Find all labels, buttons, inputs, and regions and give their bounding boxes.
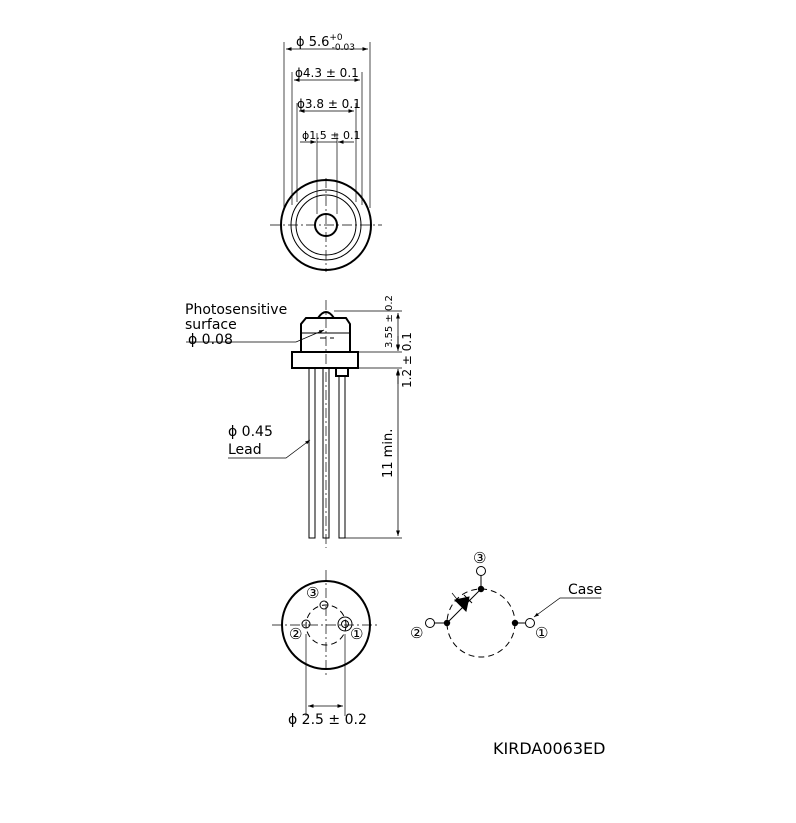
flange-tab bbox=[335, 367, 349, 377]
dim-15-label: ϕ1.5 ± 0.1 bbox=[302, 129, 360, 142]
bottom-pin-3-label: ③ bbox=[306, 584, 319, 602]
dim-12-label: 1.2 ± 0.1 bbox=[400, 332, 414, 388]
drawing-id: KIRDA0063ED bbox=[493, 739, 605, 758]
bottom-pin-2-label: ② bbox=[289, 625, 302, 643]
lead-label-1: ϕ 0.45 bbox=[228, 424, 273, 440]
dim-43-label: ϕ4.3 ± 0.1 bbox=[295, 66, 359, 80]
dim-11-label: 11 min. bbox=[381, 429, 396, 478]
cap-body bbox=[300, 317, 351, 353]
bottom-pin-1-ring bbox=[337, 616, 353, 632]
schem-pin-2-label: ② bbox=[410, 624, 423, 642]
flange bbox=[291, 351, 359, 369]
schem-pin-3-label: ③ bbox=[473, 549, 486, 567]
lead-right bbox=[338, 375, 346, 539]
schem-node-1 bbox=[511, 619, 519, 627]
bottom-pin-1-label: ① bbox=[350, 625, 363, 643]
bottom-pin-1 bbox=[341, 620, 349, 628]
dim-outer-label: ϕ 5.6+0-0.03 bbox=[296, 33, 355, 53]
schem-pin-1 bbox=[525, 618, 535, 628]
dim-25-label: ϕ 2.5 ± 0.2 bbox=[288, 712, 367, 728]
schem-pin-2 bbox=[425, 618, 435, 628]
top-view: ϕ 5.6+0-0.03 ϕ4.3 ± 0.1 ϕ3.8 ± 0.1 ϕ1.5 … bbox=[270, 33, 382, 272]
lead-left bbox=[308, 367, 316, 539]
bottom-pin-2 bbox=[301, 619, 311, 629]
photo-label-3: ϕ 0.08 bbox=[188, 332, 233, 348]
schem-pin-1-label: ① bbox=[535, 624, 548, 642]
light-arrow bbox=[451, 592, 461, 604]
dim-355-label: 3.55 ± 0.2 bbox=[384, 295, 395, 348]
schem-pin-3 bbox=[476, 566, 486, 576]
schem-node-2 bbox=[443, 619, 451, 627]
lead-label-2: Lead bbox=[228, 442, 262, 458]
lead-leader bbox=[228, 439, 311, 459]
bottom-view: ③ ② ① ϕ 2.5 ± 0.2 bbox=[272, 570, 380, 728]
photo-leader bbox=[186, 329, 325, 343]
side-view: Photosensitive surface ϕ 0.08 ϕ 0.45 Lea… bbox=[185, 295, 414, 548]
photo-label-2: surface bbox=[185, 317, 237, 333]
bottom-pin-3 bbox=[319, 600, 329, 610]
diode-bar bbox=[463, 594, 473, 604]
case-label: Case bbox=[568, 582, 602, 598]
dim-38-label: ϕ3.8 ± 0.1 bbox=[297, 97, 361, 111]
case-leader bbox=[533, 597, 601, 618]
photo-label-1: Photosensitive bbox=[185, 302, 287, 318]
schematic: ③ ② ① Case bbox=[410, 549, 602, 658]
lens-bump bbox=[317, 311, 335, 319]
